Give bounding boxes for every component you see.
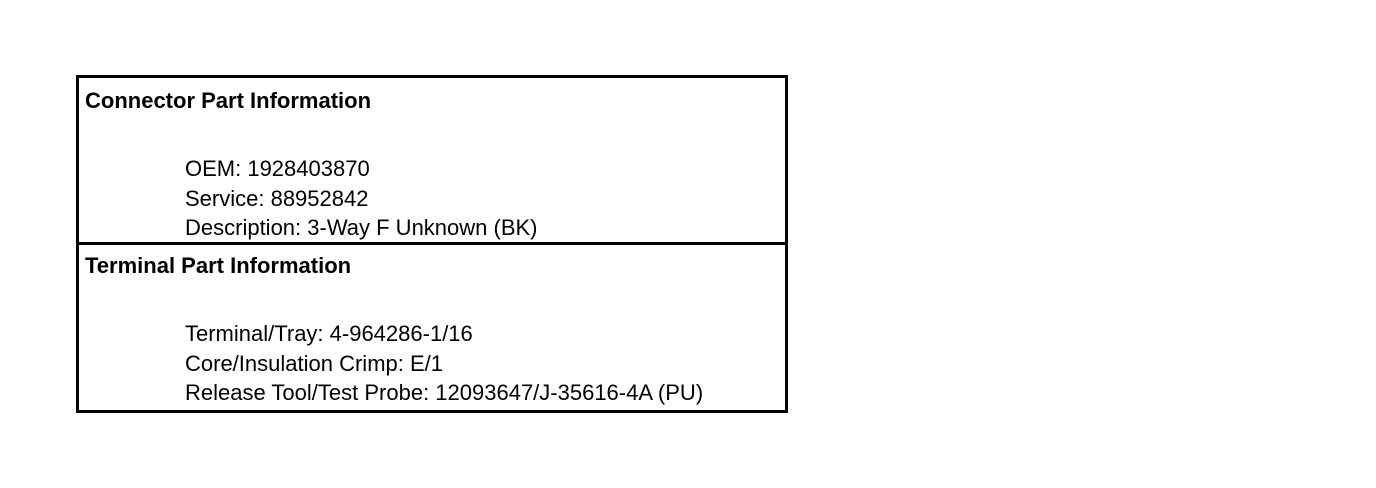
oem-line: OEM: 1928403870 — [185, 156, 370, 181]
connector-details: OEM: 1928403870 Service: 88952842 Descri… — [185, 154, 538, 243]
terminal-section-title: Terminal Part Information — [85, 253, 352, 278]
core-insulation-crimp-line: Core/Insulation Crimp: E/1 — [185, 350, 443, 376]
terminal-details: Terminal/Tray: 4-964286-1/16 Core/Insula… — [185, 319, 703, 408]
connector-section-title: Connector Part Information — [85, 88, 372, 113]
connector-part-section: Connector Part Information OEM: 19284038… — [79, 78, 785, 245]
release-tool-line: Release Tool/Test Probe: 12093647/J-3561… — [185, 380, 704, 405]
terminal-tray-line: Terminal/Tray: 4-964286-1/16 — [185, 321, 473, 346]
terminal-part-section: Terminal Part Information Terminal/Tray:… — [79, 245, 785, 410]
connector-info-table: Connector Part Information OEM: 19284038… — [76, 75, 788, 413]
description-line: Description: 3-Way F Unknown (BK) — [185, 215, 538, 240]
service-line: Service: 88952842 — [185, 185, 369, 211]
